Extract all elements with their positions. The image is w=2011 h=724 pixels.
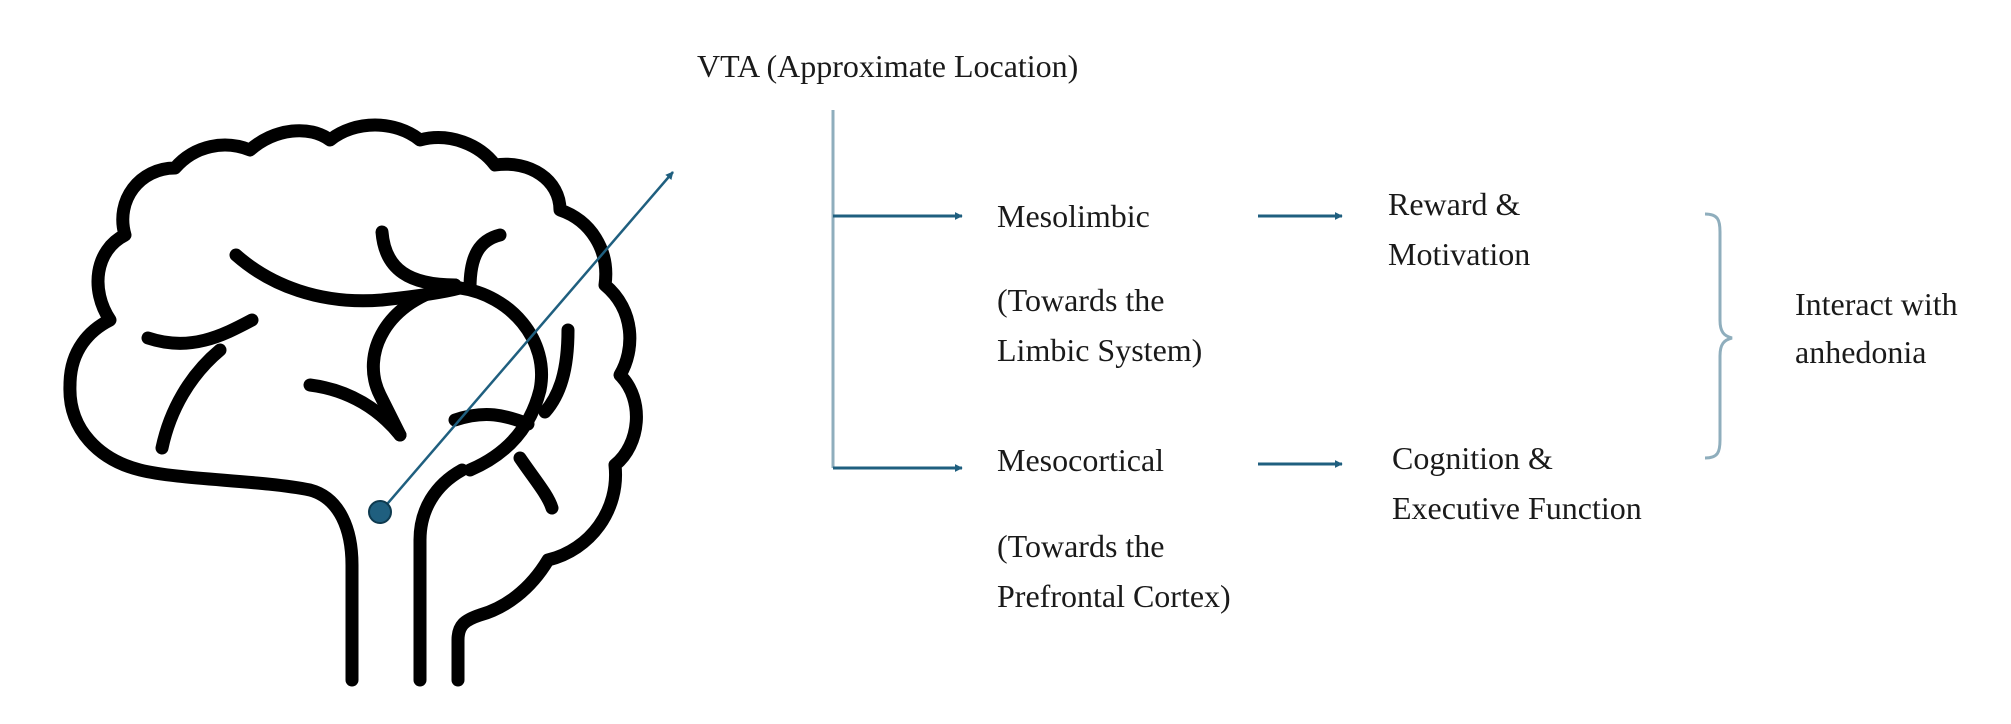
- mesolimbic-label: Mesolimbic: [997, 198, 1150, 234]
- mesocortical-target-line1: (Towards the: [997, 528, 1165, 564]
- vta-pointer-arrow: [381, 171, 674, 511]
- outcome-line1: Interact with: [1795, 286, 1958, 322]
- grouping-bracket: [1704, 212, 1733, 460]
- mesolimbic-function-line2: Motivation: [1388, 236, 1531, 272]
- mesolimbic-target-line2: Limbic System): [997, 332, 1203, 368]
- vta-dot: [368, 500, 392, 524]
- brain-outline-icon: [63, 118, 643, 687]
- mesolimbic-function-line1: Reward &: [1388, 186, 1521, 222]
- vta-label: VTA (Approximate Location): [697, 48, 1079, 84]
- mesocortical-function-line1: Cognition &: [1392, 440, 1553, 476]
- mesocortical-target-line2: Prefrontal Cortex): [997, 578, 1231, 614]
- mesolimbic-target-line1: (Towards the: [997, 282, 1165, 318]
- outcome-line2: anhedonia: [1795, 334, 1927, 370]
- mesocortical-label: Mesocortical: [997, 442, 1165, 478]
- mesocortical-function-line2: Executive Function: [1392, 490, 1642, 526]
